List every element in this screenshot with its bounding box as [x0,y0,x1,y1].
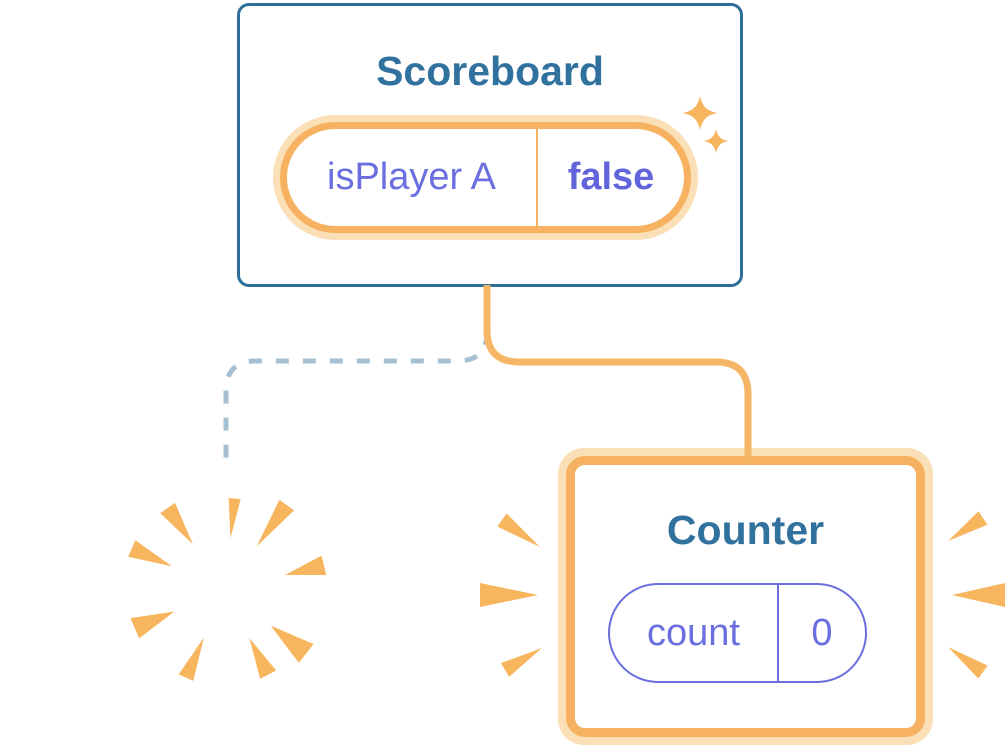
poof-card [84,456,366,724]
scoreboard-state-value: false [567,156,655,198]
scoreboard-title: Scoreboard [376,48,604,94]
pill-divider [536,129,538,226]
pill-divider [777,585,779,681]
connector-dashed [223,331,490,459]
counter-card: Counter count 0 [558,448,933,745]
scoreboard-card: Scoreboard isPlayer A false [237,3,743,287]
scoreboard-state-name: isPlayer A [327,156,496,198]
burst-rays-right-icon [948,511,1005,679]
poof-burst-icon [128,497,327,681]
scoreboard-state-pill: isPlayer A false [273,115,698,240]
count-state-name: count [647,611,740,654]
burst-rays-left-icon [480,513,542,677]
counter-title: Counter [666,507,825,553]
counter-card-body: Counter count 0 [566,456,925,737]
connector-solid [483,285,752,458]
count-state-value: 0 [811,611,833,654]
counter-state-pill: count 0 [608,583,867,683]
